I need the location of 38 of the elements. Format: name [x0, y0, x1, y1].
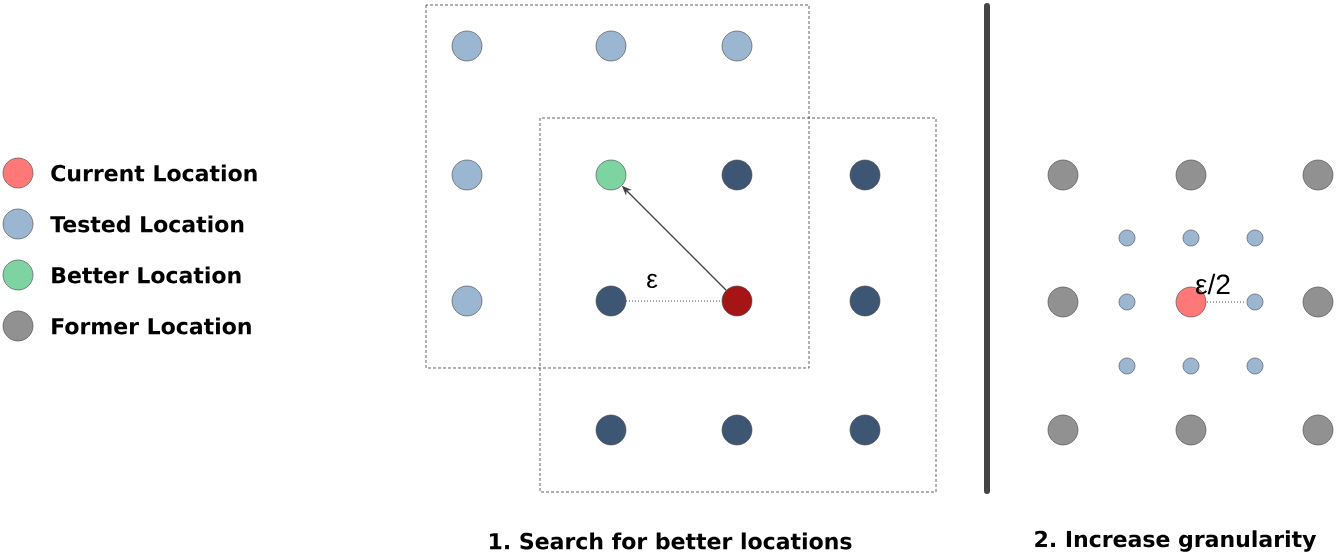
location-dot [1047, 414, 1079, 446]
legend-label: Better Location [52, 266, 241, 284]
location-dot [451, 285, 483, 317]
location-dot [1118, 229, 1136, 247]
location-dot [1175, 414, 1207, 446]
location-dot [595, 285, 627, 317]
location-dot [721, 285, 753, 317]
panel-caption: 2. Increase granularity [1035, 530, 1317, 552]
location-dot [1246, 357, 1264, 375]
panel-caption: 1. Search for better locations [490, 532, 852, 550]
location-dot [1246, 293, 1264, 311]
location-dot [595, 414, 627, 446]
dimension-label: ε/2 [1196, 273, 1230, 295]
location-dot [1118, 293, 1136, 311]
dimension-label: ε [647, 273, 658, 289]
location-dot [1182, 357, 1200, 375]
legend-label: Current Location [51, 164, 257, 182]
location-dot [1246, 229, 1264, 247]
location-dot [451, 30, 483, 62]
legend-label: Tested Location [50, 215, 244, 233]
location-dot [721, 159, 753, 191]
location-dot [1302, 286, 1334, 318]
location-dot [849, 159, 881, 191]
location-dot [721, 30, 753, 62]
location-dot [595, 30, 627, 62]
location-dot [1182, 229, 1200, 247]
location-dot [1047, 159, 1079, 191]
location-dot [451, 159, 483, 191]
location-dot [1175, 159, 1207, 191]
location-dot [1302, 159, 1334, 191]
location-dot [849, 285, 881, 317]
location-dot [849, 414, 881, 446]
location-dot [721, 414, 753, 446]
location-dot [1047, 286, 1079, 318]
location-dot [595, 159, 627, 191]
location-dot [1118, 357, 1136, 375]
location-dot [1302, 414, 1334, 446]
legend-label: Former Location [52, 317, 251, 335]
